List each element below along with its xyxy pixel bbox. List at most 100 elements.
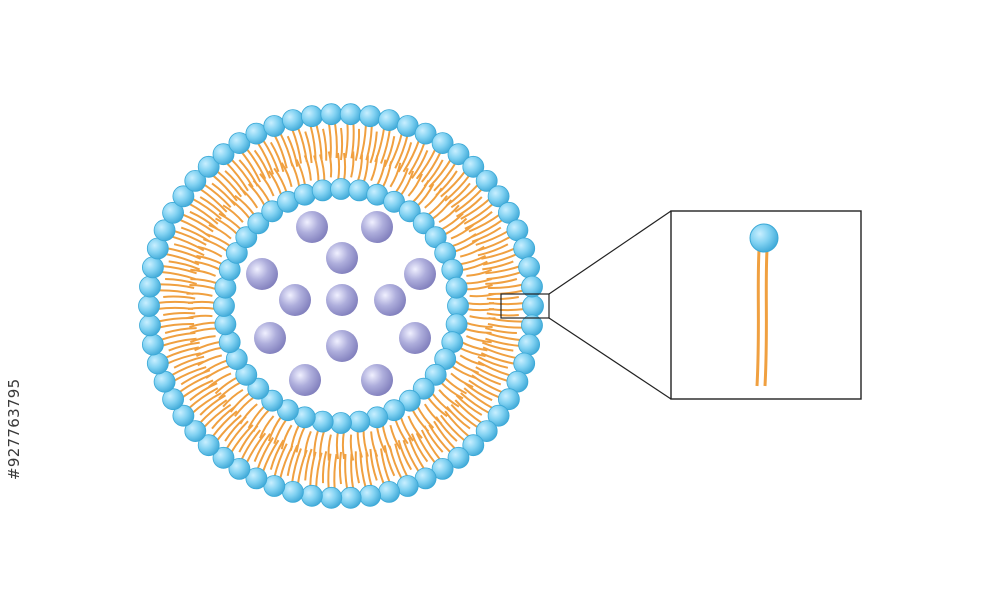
outer-lipid-tail (420, 429, 442, 462)
outer-lipid-tail (164, 327, 197, 334)
outer-lipid-head (228, 132, 251, 155)
core-particle (296, 211, 328, 243)
outer-lipid-tail (487, 323, 524, 329)
inner-layer-heads (213, 178, 469, 434)
outer-lipid-tail (189, 382, 218, 401)
outer-lipid-tail (397, 142, 413, 173)
outer-lipid-tail (433, 161, 457, 192)
outer-lipid-head (339, 103, 362, 126)
inner-lipid-head (235, 226, 258, 249)
outer-lipid-head (431, 457, 454, 480)
inner-lipid-head (441, 258, 464, 281)
outer-lipid-tail (286, 135, 299, 167)
outer-lipid-tail (450, 404, 480, 429)
outer-lipid-tail (273, 134, 288, 169)
outer-lipid-tail (322, 128, 328, 161)
outer-lipid-head (462, 155, 485, 178)
inner-lipid-tail (423, 403, 443, 425)
inner-lipid-head (247, 377, 270, 400)
outer-lipid-tail (365, 124, 373, 161)
inner-lipid-tail (186, 292, 213, 297)
outer-lipid-tail (229, 424, 254, 454)
outer-lipid-head (414, 122, 437, 145)
outer-lipid-tail (198, 399, 228, 425)
outer-lipid-head (146, 352, 169, 375)
outer-lipid-tail (172, 366, 207, 383)
inner-lipid-tail (303, 431, 312, 457)
outer-lipid-tail (198, 187, 228, 213)
outer-lipid-head (263, 115, 286, 137)
inner-lipid-tail (349, 434, 355, 461)
inner-lipid-tail (205, 364, 232, 379)
inner-lipid-tail (327, 434, 332, 461)
inner-lipid-head (330, 412, 352, 434)
outer-lipid-head (378, 480, 401, 503)
outer-lipid-tail (164, 346, 200, 360)
outer-lipid-tail (253, 433, 271, 462)
inner-lipid-head (366, 406, 389, 429)
outer-lipid-tail (291, 128, 302, 164)
inner-lipid-tail (218, 381, 243, 400)
inner-lipid-head (424, 363, 447, 386)
outer-lipid-tail (269, 141, 285, 173)
inner-lipid-tail (424, 187, 443, 209)
outer-lipid-head (487, 185, 510, 208)
outer-lipid-tail (229, 157, 254, 188)
inner-lipid-tail (187, 300, 217, 304)
outer-lipid-tail (202, 183, 232, 208)
inner-lipid-tail (252, 408, 271, 432)
outer-lipid-tail (380, 448, 391, 484)
inner-lipid-tail (356, 429, 363, 458)
inner-lipid-tail (416, 404, 435, 429)
outer-lipid-tail (463, 202, 495, 225)
outer-lipid-tail (165, 352, 201, 365)
core-particle (326, 242, 358, 274)
outer-lipid-head (320, 103, 343, 126)
outer-lipid-tail (211, 410, 238, 438)
outer-lipid-tail (315, 452, 323, 489)
inner-lipid-tail (450, 372, 474, 388)
outer-lipid-tail (158, 283, 195, 289)
outer-lipid-head (487, 404, 510, 427)
outer-lipid-tail (354, 128, 361, 161)
outer-lipid-tail (439, 414, 467, 443)
outer-lipid-tail (215, 169, 243, 198)
inner-lipid-tail (459, 245, 485, 258)
outer-lipid-head (431, 132, 454, 155)
outer-lipid-tail (380, 128, 391, 164)
outer-lipid-tail (440, 170, 467, 198)
outer-lipid-tail (240, 150, 262, 183)
outer-lipid-tail (410, 433, 429, 463)
outer-lipid-tail (402, 139, 421, 173)
outer-lipid-head (396, 475, 419, 497)
outer-lipid-tail (211, 182, 236, 207)
outer-lipid-head (497, 388, 520, 411)
outer-lipid-tail (309, 451, 317, 488)
inner-lipid-tail (407, 415, 423, 439)
outer-lipid-tail (488, 308, 526, 312)
outer-lipid-tail (256, 437, 274, 471)
core-particle (399, 322, 431, 354)
inner-lipid-tail (208, 372, 232, 388)
inner-lipid-tail (438, 204, 460, 224)
outer-lipid-tail (477, 243, 509, 257)
inner-lipid-head (261, 389, 284, 412)
outer-lipid-tail (468, 213, 501, 233)
outer-lipid-head (139, 275, 161, 298)
outer-lipid-head (212, 143, 235, 166)
outer-lipid-head (139, 314, 161, 337)
outer-lipid-head (172, 404, 195, 427)
outer-lipid-tail (253, 149, 272, 179)
outer-lipid-tail (161, 337, 197, 347)
outer-lipid-tail (199, 394, 226, 416)
inner-lipid-tail (439, 212, 464, 231)
inner-lipid-tail (239, 187, 259, 209)
outer-lipid-head (522, 295, 544, 317)
outer-lipid-tail (485, 265, 521, 275)
inner-lipid-tail (362, 428, 369, 457)
outer-lipid-tail (415, 432, 437, 465)
inner-lipid-tail (399, 415, 414, 442)
core-particle (279, 284, 311, 316)
inner-lipid-tail (426, 395, 448, 418)
